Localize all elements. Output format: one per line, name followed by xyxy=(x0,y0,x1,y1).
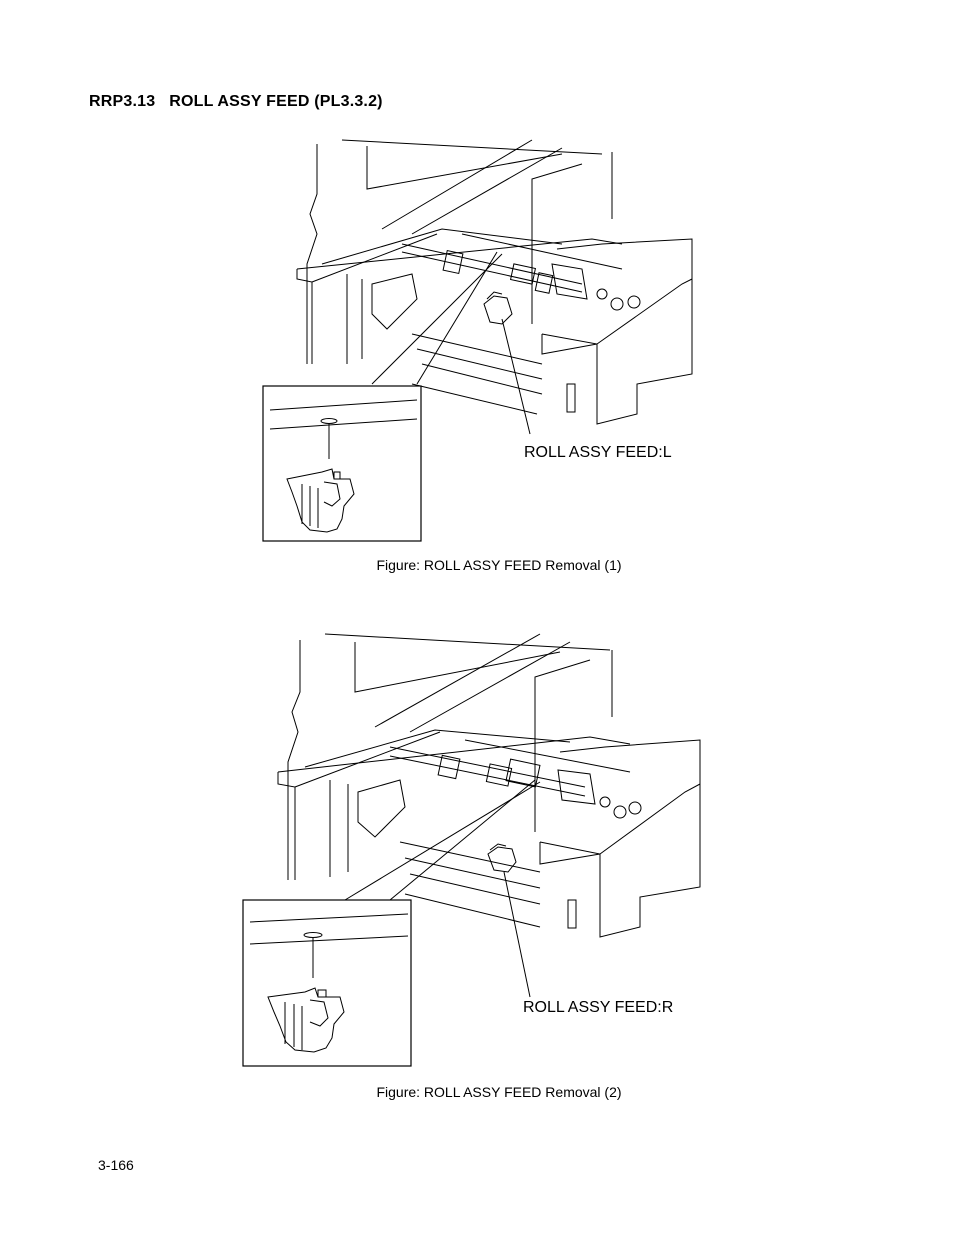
callout-roll-assy-feed-l: ROLL ASSY FEED:L xyxy=(524,444,672,461)
figure-caption-2: Figure: ROLL ASSY FEED Removal (2) xyxy=(376,1084,622,1100)
figure-roll-assy-feed-removal-2: ROLL ASSY FEED:R xyxy=(240,622,702,1068)
page-number: 3-166 xyxy=(98,1157,134,1173)
callout-roll-assy-feed-r: ROLL ASSY FEED:R xyxy=(523,999,673,1016)
section-heading: RRP3.13 ROLL ASSY FEED (PL3.3.2) xyxy=(89,93,383,111)
section-number: RRP3.13 xyxy=(89,93,156,110)
figure-roll-assy-feed-removal-1: ROLL ASSY FEED:L xyxy=(262,134,702,544)
section-title: ROLL ASSY FEED (PL3.3.2) xyxy=(169,93,383,110)
technical-illustration-2: ROLL ASSY FEED:R xyxy=(242,633,701,1067)
technical-illustration-1: ROLL ASSY FEED:L xyxy=(262,139,693,542)
figure-caption-1: Figure: ROLL ASSY FEED Removal (1) xyxy=(376,557,622,573)
